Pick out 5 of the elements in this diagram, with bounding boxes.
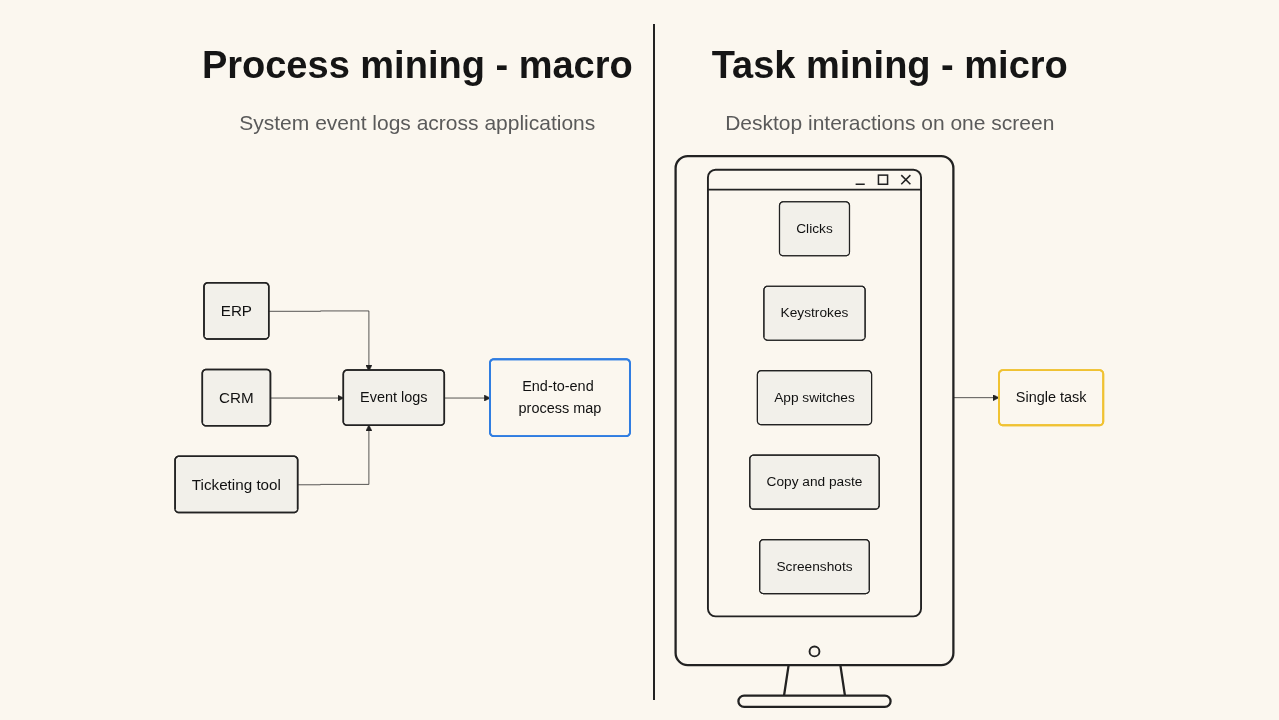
- subheading: System event logs across applications: [239, 109, 596, 135]
- cluster: [674, 154, 955, 667]
- subheading: Desktop interactions on one screen: [725, 109, 1055, 135]
- heading: Task mining - micro: [711, 44, 1068, 88]
- heading: Process mining - macro: [201, 44, 633, 88]
